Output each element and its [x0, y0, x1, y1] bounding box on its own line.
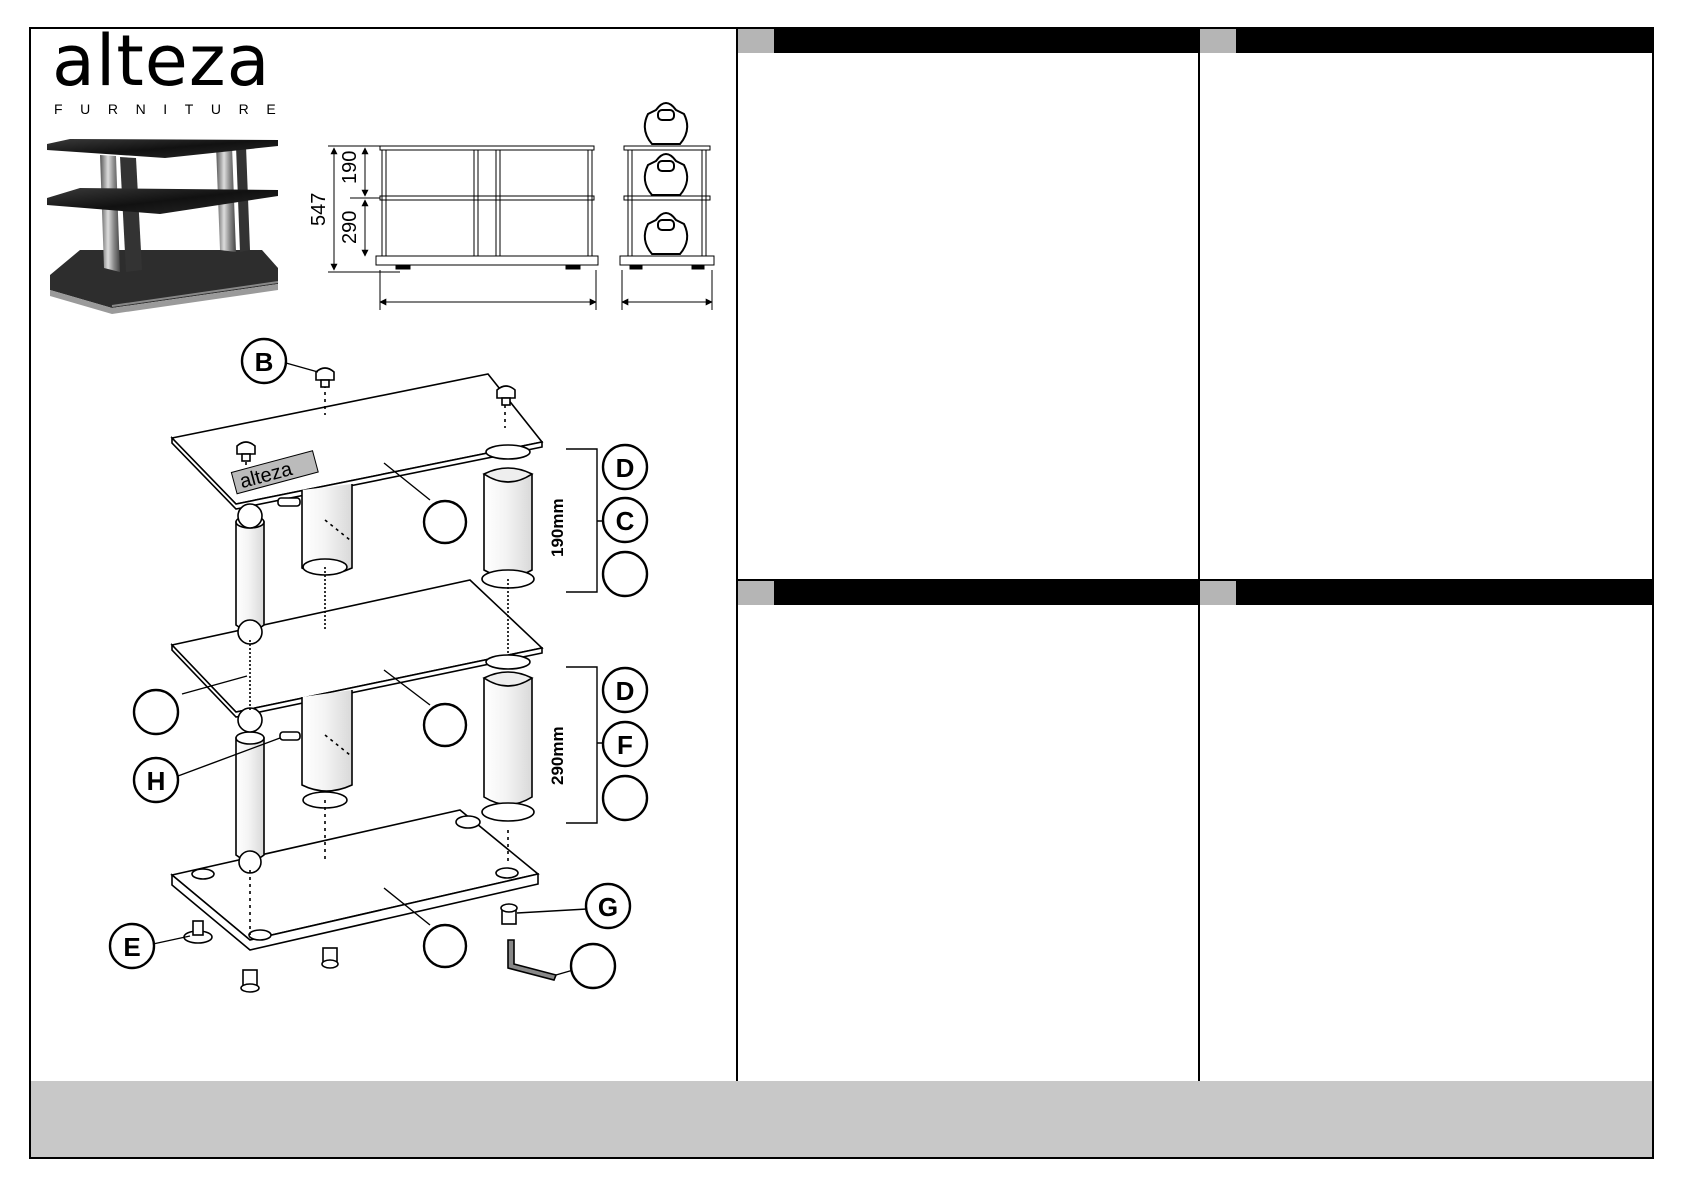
part-label-g: G [598, 892, 618, 922]
spacing-label-upper: 190mm [548, 498, 567, 557]
part-label-h: H [147, 766, 166, 796]
spacing-label-lower: 290mm [548, 726, 567, 785]
front-elevation-drawing [328, 145, 599, 310]
step-panel-2-number [1200, 29, 1236, 53]
dimension-total-height: 547 [308, 193, 330, 226]
step-panel-2-header [1200, 29, 1652, 53]
part-label-e: E [123, 932, 140, 962]
callout-lines [152, 362, 614, 976]
brand-wordmark: alteza [52, 20, 271, 102]
step-panel-1-number [738, 29, 774, 53]
step-panel-3-header [738, 581, 1198, 605]
part-label-f: F [617, 730, 633, 760]
side-elevation-drawing [619, 145, 715, 310]
exploded-assembly [170, 367, 558, 993]
step-panel-3 [736, 579, 1200, 1083]
step-panel-4-number [1200, 581, 1236, 605]
brand-logo: alteza FURNITURE [52, 20, 294, 124]
weight-icon [643, 102, 689, 255]
step-panel-4 [1198, 579, 1654, 1083]
part-label-b: B [255, 347, 274, 377]
step-panel-1-header [738, 29, 1198, 53]
brand-tagline: FURNITURE [54, 101, 294, 117]
dimension-upper-gap: 190 [339, 151, 361, 184]
step-panel-1 [736, 27, 1200, 581]
dimension-lower-gap: 290 [339, 211, 361, 244]
part-label-c: C [616, 506, 635, 536]
step-panel-4-header [1200, 581, 1652, 605]
part-letters: B D C D F H E G [123, 347, 634, 962]
part-label-d-lower: D [616, 676, 635, 706]
step-panel-2 [1198, 27, 1654, 581]
part-label-d-upper: D [616, 453, 635, 483]
product-photo [47, 139, 279, 314]
footer-band [31, 1081, 1652, 1157]
part-callouts [108, 337, 649, 990]
step-panel-3-number [738, 581, 774, 605]
